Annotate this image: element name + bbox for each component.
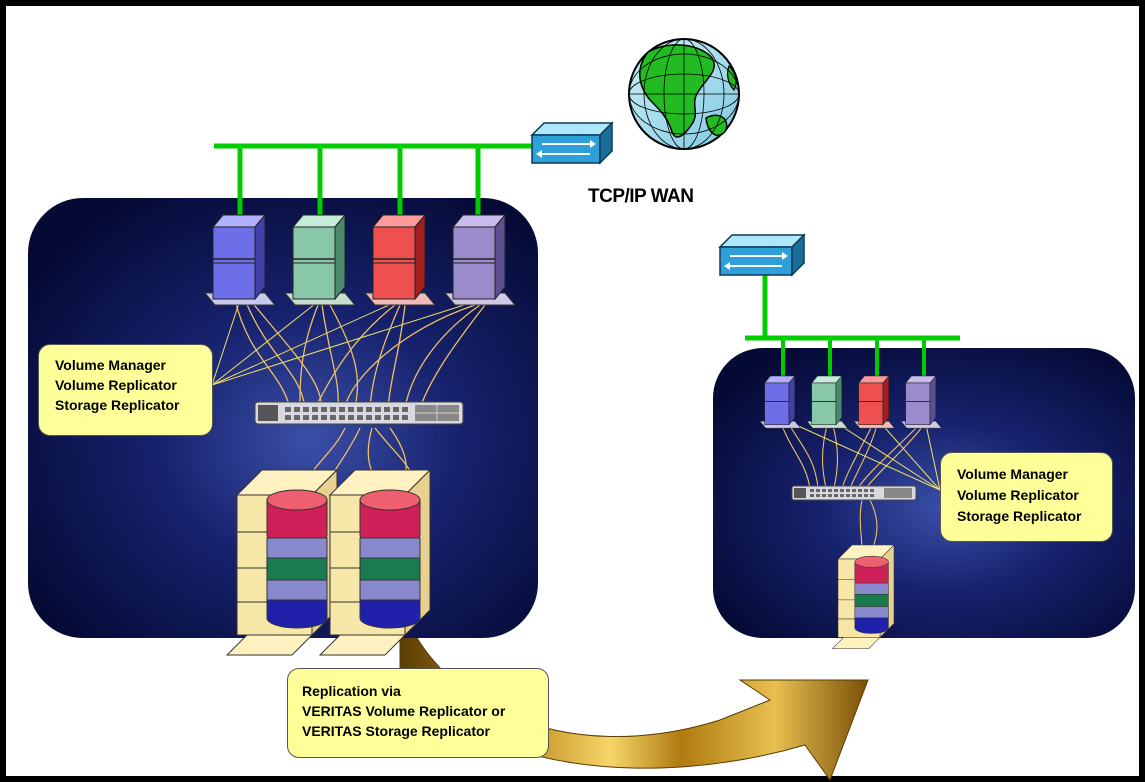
router-icon <box>530 121 614 165</box>
server-icon <box>203 213 277 306</box>
fc-switch-icon <box>254 401 464 425</box>
server-icon <box>363 213 437 306</box>
router-icon <box>718 233 806 277</box>
disk-array-icon <box>318 468 432 656</box>
replication-note: Replication via VERITAS Volume Replicato… <box>287 668 549 758</box>
note-line: VERITAS Storage Replicator <box>302 723 491 739</box>
server-icon <box>283 213 357 306</box>
note-line: Replication via <box>302 683 401 699</box>
left-fiber-links <box>234 299 486 521</box>
server-icon <box>900 375 943 429</box>
software-line: Volume Replicator <box>55 377 177 393</box>
server-icon <box>443 213 517 306</box>
left-software-label: Volume Manager Volume Replicator Storage… <box>38 344 213 436</box>
disk-array-icon <box>225 468 339 656</box>
server-icon <box>759 375 802 429</box>
server-icon <box>853 375 896 429</box>
left-network-bus <box>214 143 535 215</box>
software-line: Volume Manager <box>55 357 166 373</box>
right-label-leaders <box>784 419 941 491</box>
server-icon <box>806 375 849 429</box>
wan-label: TCP/IP WAN <box>588 186 694 207</box>
software-line: Volume Manager <box>957 466 1068 482</box>
software-line: Storage Replicator <box>55 397 180 413</box>
left-label-leaders <box>211 299 481 386</box>
right-software-label: Volume Manager Volume Replicator Storage… <box>940 452 1113 542</box>
disk-array-icon <box>831 544 895 649</box>
note-line: VERITAS Volume Replicator or <box>302 703 506 719</box>
right-network-bus <box>745 275 960 380</box>
fc-switch-icon <box>791 485 917 501</box>
software-line: Storage Replicator <box>957 508 1082 524</box>
software-line: Volume Replicator <box>957 487 1079 503</box>
globe-icon <box>628 38 740 150</box>
